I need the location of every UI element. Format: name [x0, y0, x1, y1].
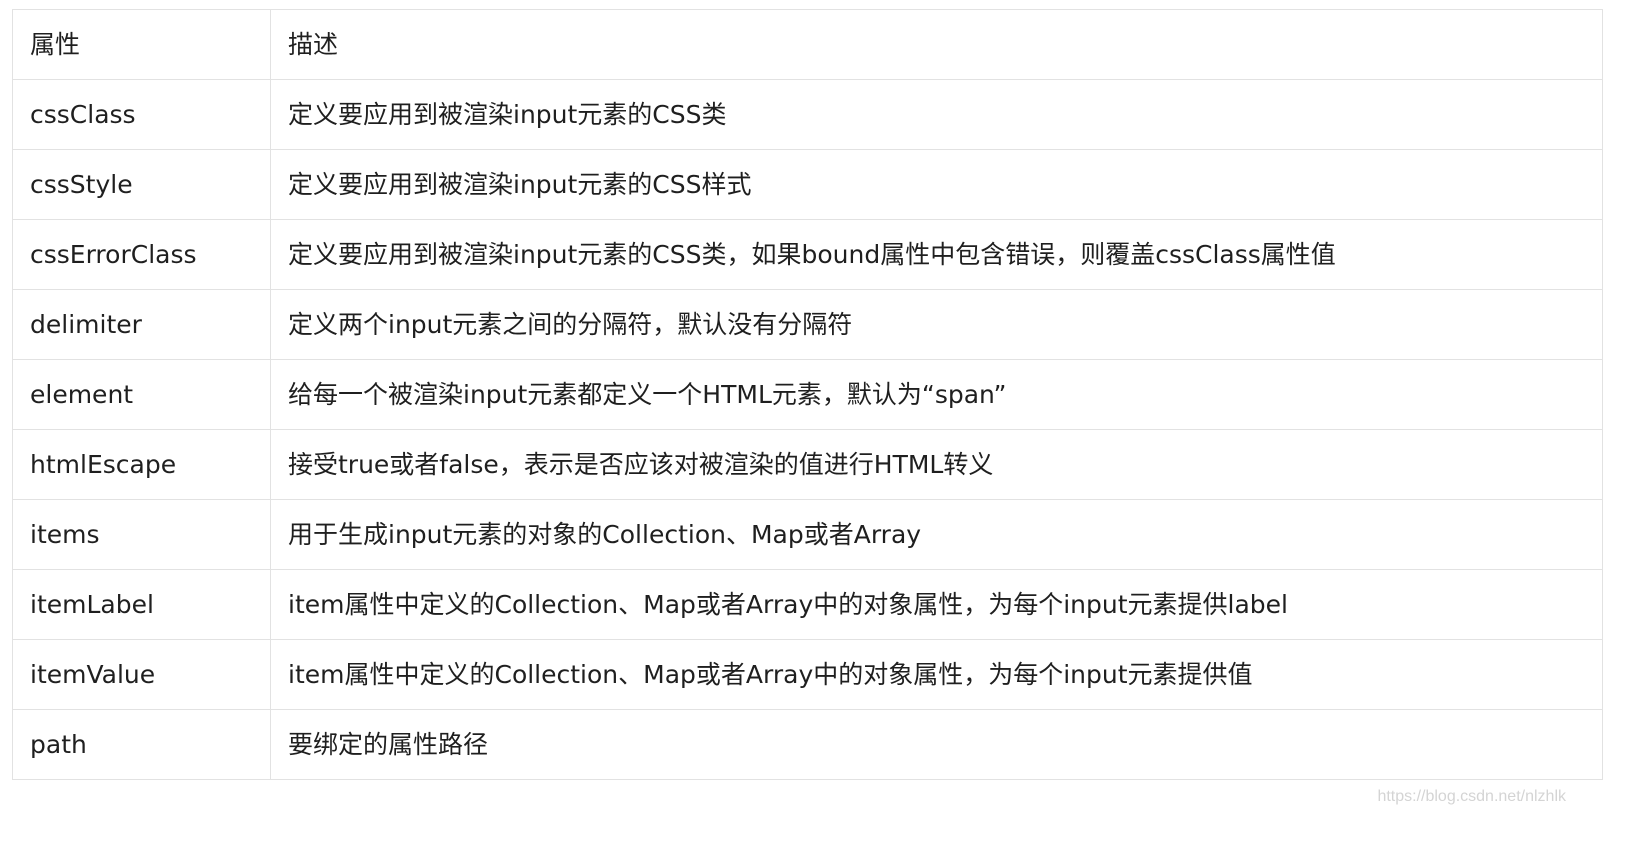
row-attribute: cssClass	[12, 79, 271, 150]
row-attribute: delimiter	[12, 289, 271, 360]
table-row: cssStyle 定义要应用到被渲染input元素的CSS样式	[12, 149, 1603, 220]
row-attribute: htmlEscape	[12, 429, 271, 500]
row-attribute: path	[12, 709, 271, 780]
row-description: item属性中定义的Collection、Map或者Array中的对象属性，为每…	[270, 569, 1603, 640]
header-attribute: 属性	[12, 9, 271, 80]
row-attribute: items	[12, 499, 271, 570]
table-row: cssClass 定义要应用到被渲染input元素的CSS类	[12, 79, 1603, 150]
table-row: itemValue item属性中定义的Collection、Map或者Arra…	[12, 639, 1603, 710]
row-description: 接受true或者false，表示是否应该对被渲染的值进行HTML转义	[270, 429, 1603, 500]
row-description: 给每一个被渲染input元素都定义一个HTML元素，默认为“span”	[270, 359, 1603, 430]
table-row: cssErrorClass 定义要应用到被渲染input元素的CSS类，如果bo…	[12, 219, 1603, 290]
row-description: 定义两个input元素之间的分隔符，默认没有分隔符	[270, 289, 1603, 360]
row-attribute: itemValue	[12, 639, 271, 710]
row-attribute: cssErrorClass	[12, 219, 271, 290]
row-description: item属性中定义的Collection、Map或者Array中的对象属性，为每…	[270, 639, 1603, 710]
attribute-table: 属性 描述 cssClass 定义要应用到被渲染input元素的CSS类 css…	[12, 9, 1603, 780]
table-row: delimiter 定义两个input元素之间的分隔符，默认没有分隔符	[12, 289, 1603, 360]
row-description: 定义要应用到被渲染input元素的CSS类	[270, 79, 1603, 150]
table-header-row: 属性 描述	[12, 9, 1603, 80]
row-description: 用于生成input元素的对象的Collection、Map或者Array	[270, 499, 1603, 570]
table-row: path 要绑定的属性路径	[12, 709, 1603, 780]
row-description: 定义要应用到被渲染input元素的CSS样式	[270, 149, 1603, 220]
row-attribute: cssStyle	[12, 149, 271, 220]
watermark-text: https://blog.csdn.net/nlzhlk	[1377, 788, 1566, 805]
table-row: element 给每一个被渲染input元素都定义一个HTML元素，默认为“sp…	[12, 359, 1603, 430]
row-description: 定义要应用到被渲染input元素的CSS类，如果bound属性中包含错误，则覆盖…	[270, 219, 1603, 290]
row-attribute: element	[12, 359, 271, 430]
table-row: itemLabel item属性中定义的Collection、Map或者Arra…	[12, 569, 1603, 640]
table-row: items 用于生成input元素的对象的Collection、Map或者Arr…	[12, 499, 1603, 570]
row-attribute: itemLabel	[12, 569, 271, 640]
header-description: 描述	[270, 9, 1603, 80]
table-row: htmlEscape 接受true或者false，表示是否应该对被渲染的值进行H…	[12, 429, 1603, 500]
row-description: 要绑定的属性路径	[270, 709, 1603, 780]
